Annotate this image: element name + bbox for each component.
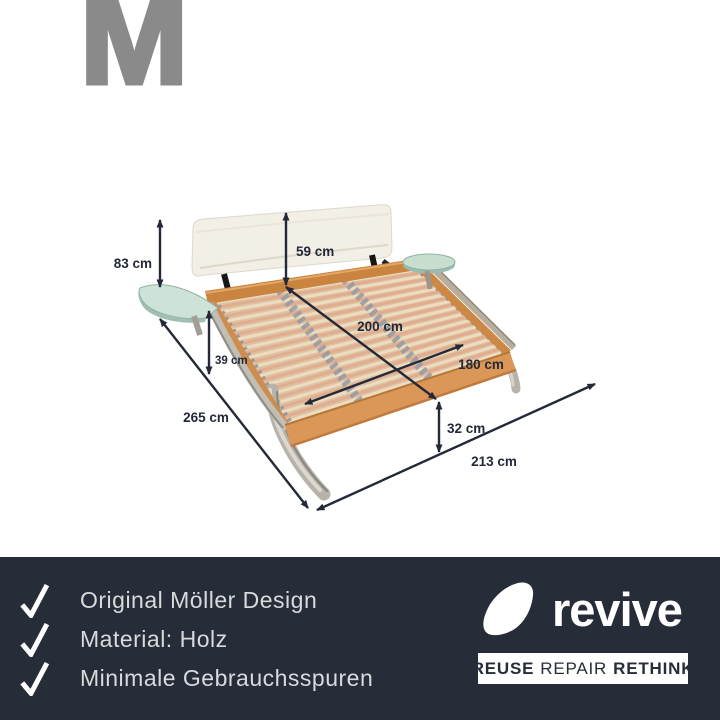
head-rail-highlight <box>205 259 422 294</box>
side-table-right-leg <box>424 270 433 290</box>
dimension-arrow-265 <box>159 318 309 509</box>
feature-item: Minimale Gebrauchsspuren <box>14 659 720 698</box>
tagline-badge: REUSE REPAIR RETHINK <box>472 653 693 684</box>
feature-list: Original Möller Design Material: Holz Mi… <box>14 581 720 698</box>
dimension-label-lying-length: 200 cm <box>357 319 403 334</box>
feature-text: Original Möller Design <box>80 587 318 613</box>
footer: Original Möller Design Material: Holz Mi… <box>0 557 720 720</box>
dimension-label-lying-width: 180 cm <box>458 357 504 372</box>
dimension-label-headboard-height: 59 cm <box>296 244 334 259</box>
right-rail <box>420 259 517 356</box>
tagline-rethink: RETHINK <box>613 658 695 678</box>
feature-text: Minimale Gebrauchsspuren <box>80 665 374 691</box>
dimension-arrow-213 <box>316 382 596 512</box>
side-table-right <box>402 253 456 290</box>
dimension-arrows <box>156 212 596 512</box>
headboard-cushion <box>191 204 393 277</box>
checkmark-icon <box>20 622 50 657</box>
feature-text: Material: Holz <box>80 626 228 652</box>
feature-item: Original Möller Design <box>14 581 720 620</box>
checkmark-icon <box>20 661 50 696</box>
tagline-reuse: REUSE <box>471 658 535 678</box>
dimension-label-total-depth: 265 cm <box>183 410 229 425</box>
revive-brand: revive REUSE REPAIR RETHINK <box>472 579 694 684</box>
dimension-labels: 83 cm 59 cm 200 cm 180 cm 39 cm 265 cm 3… <box>114 244 517 469</box>
revive-logo-icon <box>483 582 534 636</box>
revive-wordmark: revive <box>552 582 683 636</box>
dimension-label-side-table-height: 39 cm <box>215 355 248 367</box>
checkmark-icon <box>20 583 50 618</box>
head-rail <box>205 258 423 304</box>
tagline-repair: REPAIR <box>540 658 608 678</box>
dimension-label-total-height: 83 cm <box>114 256 152 271</box>
moeller-m-logo: M <box>77 0 190 111</box>
dimension-label-frame-height: 32 cm <box>447 421 485 436</box>
dimension-label-total-width: 213 cm <box>471 454 517 469</box>
product-photo-bed: 83 cm 59 cm 200 cm 180 cm 39 cm 265 cm 3… <box>114 204 596 512</box>
feature-item: Material: Holz <box>14 620 720 659</box>
